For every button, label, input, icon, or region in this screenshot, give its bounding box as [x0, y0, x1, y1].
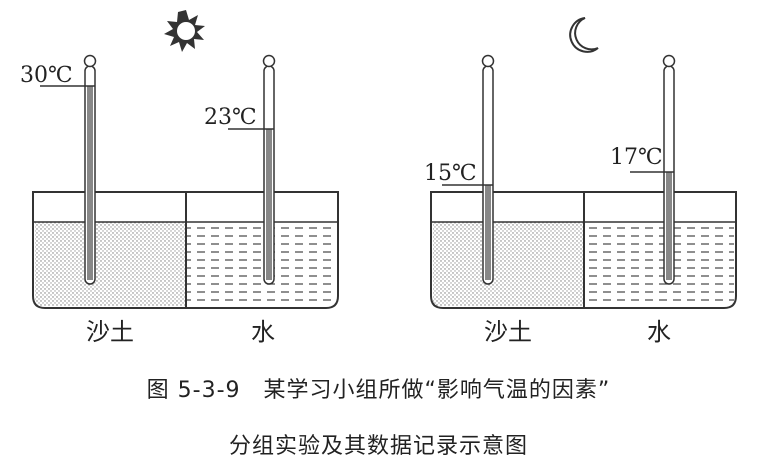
- figure-caption-line2: 分组实验及其数据记录示意图: [228, 434, 528, 459]
- day-water-temp: 23℃: [204, 105, 257, 130]
- day-scene: 30℃ 23℃ 沙土 水: [20, 10, 339, 346]
- sun-icon: [164, 10, 205, 52]
- night-tray: [430, 191, 737, 309]
- day-tray: [32, 191, 339, 309]
- day-water-label: 水: [251, 318, 275, 346]
- night-sand-label: 沙土: [484, 318, 532, 346]
- night-sand-thermometer: 15℃: [424, 54, 495, 285]
- day-water-thermometer: 23℃: [204, 54, 276, 285]
- figure-caption-line1: 图 5-3-9 某学习小组所做“影响气温的因素”: [146, 378, 611, 403]
- night-water-thermometer: 17℃: [610, 54, 676, 285]
- night-water-temp: 17℃: [610, 145, 663, 170]
- night-water-label: 水: [647, 318, 671, 346]
- moon-icon: [569, 17, 599, 53]
- day-sand-temp: 30℃: [20, 63, 73, 88]
- day-sand-thermometer: 30℃: [20, 54, 97, 285]
- night-scene: 15℃ 17℃ 沙土 水: [424, 17, 737, 346]
- night-sand-temp: 15℃: [424, 161, 477, 186]
- day-sand-label: 沙土: [86, 318, 134, 346]
